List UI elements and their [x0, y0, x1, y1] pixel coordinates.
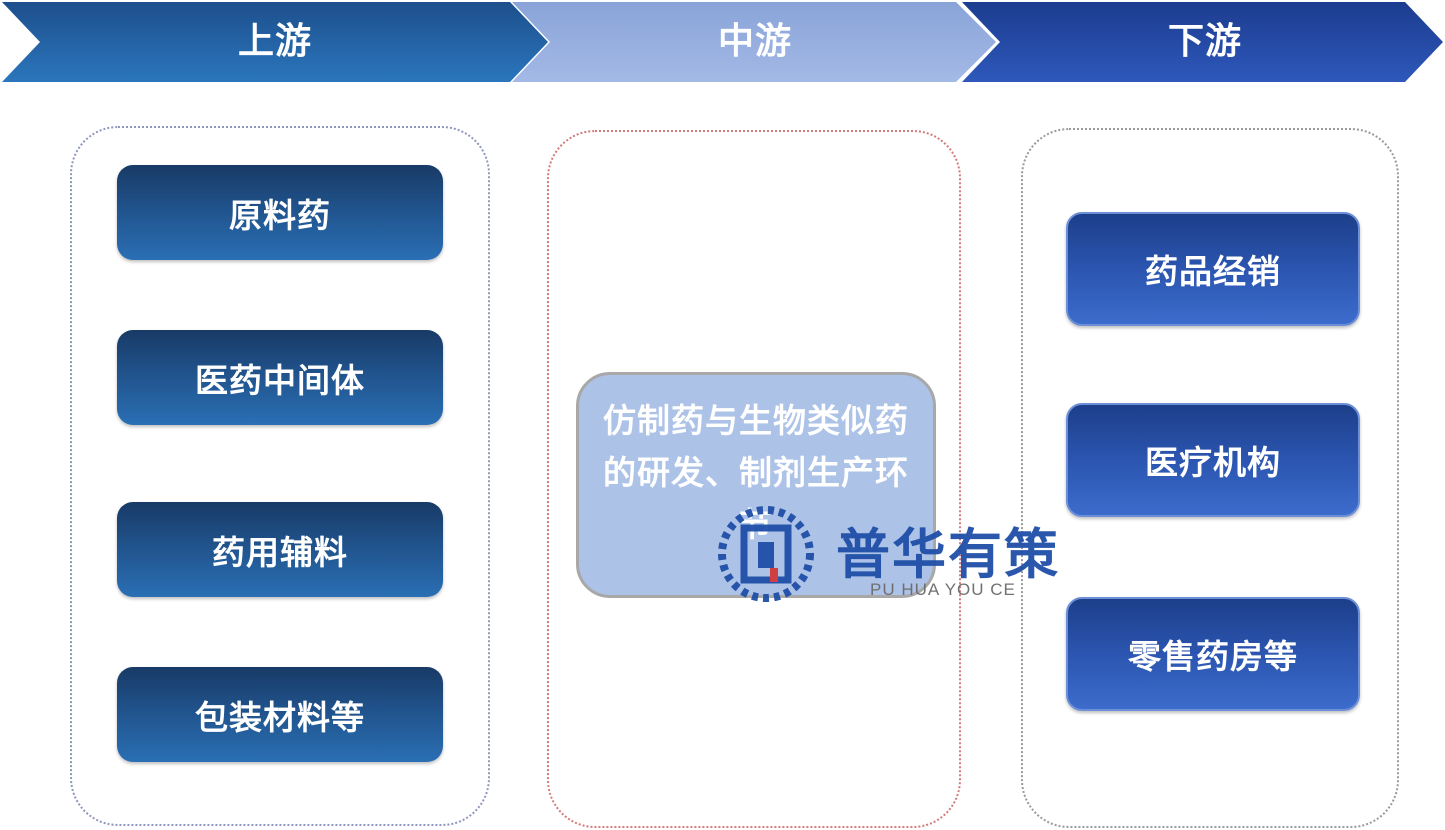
stage-label-downstream: 下游: [1167, 21, 1242, 62]
downstream-item-medical-institutions: 医疗机构: [1066, 403, 1360, 517]
upstream-group: [70, 126, 490, 826]
upstream-item-packaging: 包装材料等: [117, 667, 443, 762]
downstream-chevron: [962, 2, 1443, 82]
stage-chevron-bar: [2, 2, 1443, 82]
stage-label-midstream: 中游: [717, 21, 792, 62]
watermark-name-cn: 普华有策: [836, 523, 1060, 586]
midstream-item: 仿制药与生物类似药的研发、制剂生产环节: [576, 372, 936, 598]
downstream-item-distribution: 药品经销: [1066, 212, 1360, 326]
upstream-item-raw-materials: 原料药: [117, 165, 443, 260]
stage-label-upstream: 上游: [237, 21, 312, 62]
watermark-logo: 普华有策 PU HUA YOU CE: [712, 502, 1092, 606]
downstream-item-retail-pharmacies: 零售药房等: [1066, 597, 1360, 711]
upstream-item-excipients: 药用辅料: [117, 502, 443, 597]
watermark-emblem-icon: [718, 506, 814, 602]
upstream-chevron: [2, 2, 548, 82]
upstream-item-intermediates: 医药中间体: [117, 330, 443, 425]
midstream-group: [547, 130, 961, 828]
downstream-group: [1021, 128, 1399, 828]
watermark-name-en: PU HUA YOU CE: [870, 580, 1016, 599]
midstream-chevron: [512, 2, 996, 82]
